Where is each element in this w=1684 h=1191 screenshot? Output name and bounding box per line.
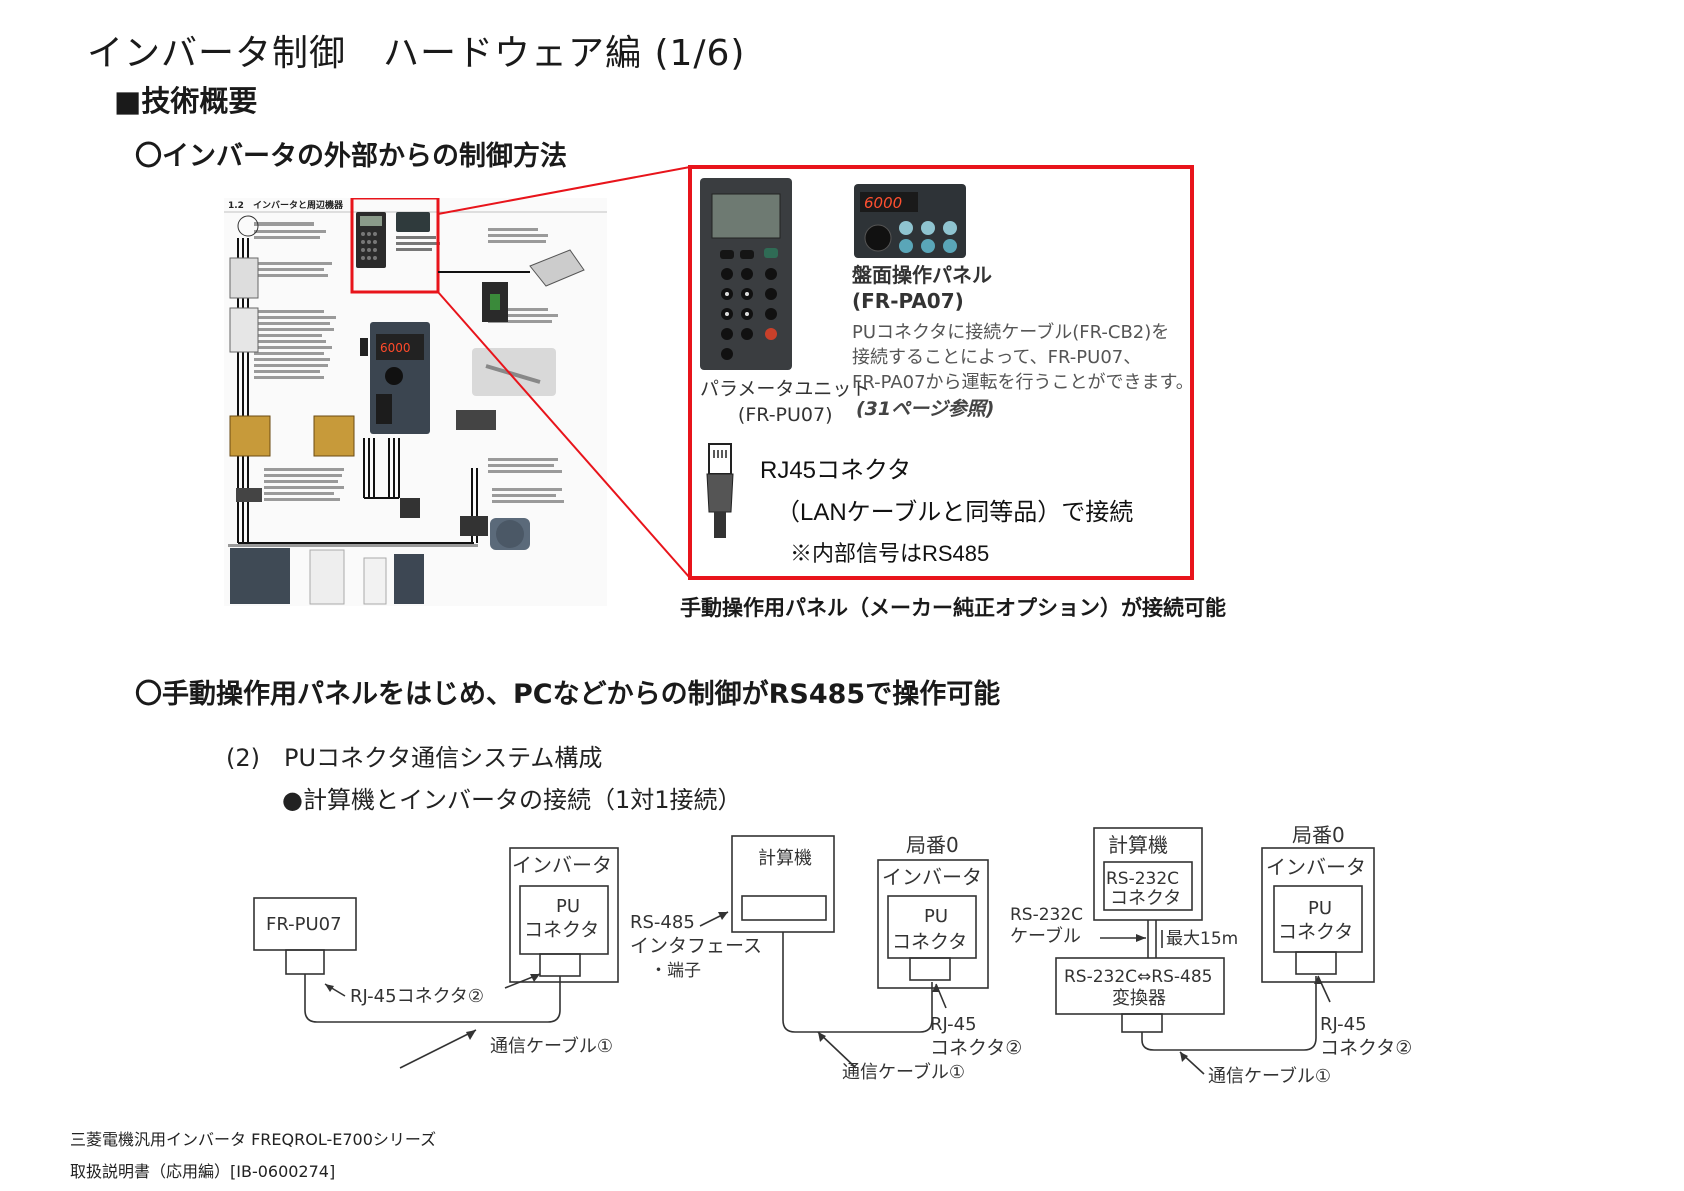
- d1-device-label: FR-PU07: [266, 914, 342, 935]
- d3-inverter-label: インバータ: [1266, 855, 1366, 879]
- d2-computer-label: 計算機: [758, 848, 812, 869]
- operation-panel-title: 盤面操作パネル (FR-PA07): [852, 263, 992, 313]
- d3-rj45-line1: RJ-45: [1320, 1014, 1367, 1035]
- d1-rj45-label: RJ-45コネクタ②: [350, 986, 484, 1007]
- d3-computer-label: 計算機: [1108, 833, 1168, 857]
- d3-rs232c-label: RS-232C: [1106, 869, 1179, 889]
- d2-rs485-line3: ・端子: [650, 961, 701, 981]
- rj45-cable-note: （LANケーブルと同等品）で接続: [776, 499, 1134, 526]
- d3-maxlen-label: 最大15m: [1166, 929, 1238, 949]
- page-reference: (31ページ参照): [856, 398, 995, 420]
- operation-panel-description: PUコネクタに接続ケーブル(FR-CB2)を 接続することによって、FR-PU0…: [852, 322, 1194, 393]
- d3-pu-label: PU: [1308, 898, 1332, 919]
- rj45-signal-note: ※内部信号はRS485: [790, 541, 990, 566]
- d3-connector-label: コネクタ: [1278, 921, 1353, 943]
- d3-connector-label-232: コネクタ: [1110, 888, 1181, 909]
- d1-cable-label: 通信ケーブル①: [490, 1035, 613, 1057]
- d2-inverter-label: インバータ: [882, 865, 982, 889]
- rj45-title: RJ45コネクタ: [760, 457, 912, 484]
- d2-rs485-line1: RS-485: [630, 912, 695, 933]
- section-heading: ■技術概要: [114, 84, 258, 118]
- footer-source-doc: 取扱説明書（応用編）[IB-0600274]: [70, 1162, 336, 1181]
- d2-pu-label: PU: [924, 906, 948, 927]
- d1-pu-label: PU: [556, 896, 580, 917]
- d3-converter-line1: RS-232C⇔RS-485: [1064, 967, 1212, 987]
- d3-station-label: 局番0: [1292, 823, 1345, 847]
- d3-rj45-line2: コネクタ②: [1320, 1037, 1412, 1059]
- d1-connector-label: コネクタ: [524, 919, 599, 941]
- system-config-title: (2) PUコネクタ通信システム構成: [226, 744, 603, 772]
- d3-cable232-line1: RS-232C: [1010, 905, 1083, 925]
- d3-cable232-line2: ケーブル: [1010, 925, 1081, 947]
- parameter-unit-label: パラメータユニット (FR-PU07): [700, 378, 871, 426]
- d3-cable-label: 通信ケーブル①: [1208, 1065, 1331, 1087]
- d2-rj45-line1: RJ-45: [930, 1014, 977, 1035]
- footer-source-title: 三菱電機汎用インバータ FREQROL-E700シリーズ: [70, 1130, 437, 1149]
- panel-caption: 手動操作用パネル（メーカー純正オプション）が接続可能: [680, 596, 1226, 620]
- d2-rj45-line2: コネクタ②: [930, 1037, 1022, 1059]
- subheading-rs485-control: 〇手動操作用パネルをはじめ、PCなどからの制御がRS485で操作可能: [135, 679, 1001, 710]
- d3-converter-line2: 変換器: [1112, 988, 1166, 1009]
- manual-figure-display: 6000: [380, 341, 411, 355]
- manual-figure-header: 1.2 インバータと周辺機器: [228, 199, 344, 211]
- d2-connector-label: コネクタ: [892, 931, 967, 953]
- d2-cable-label: 通信ケーブル①: [842, 1061, 965, 1083]
- slide-title: インバータ制御 ハードウェア編 (1/6): [87, 33, 746, 74]
- d1-inverter-label: インバータ: [512, 853, 612, 877]
- system-config-subtitle: ●計算機とインバータの接続（1対1接続）: [282, 786, 742, 814]
- d2-rs485-line2: インタフェース: [630, 935, 762, 957]
- d2-station-label: 局番0: [906, 833, 959, 857]
